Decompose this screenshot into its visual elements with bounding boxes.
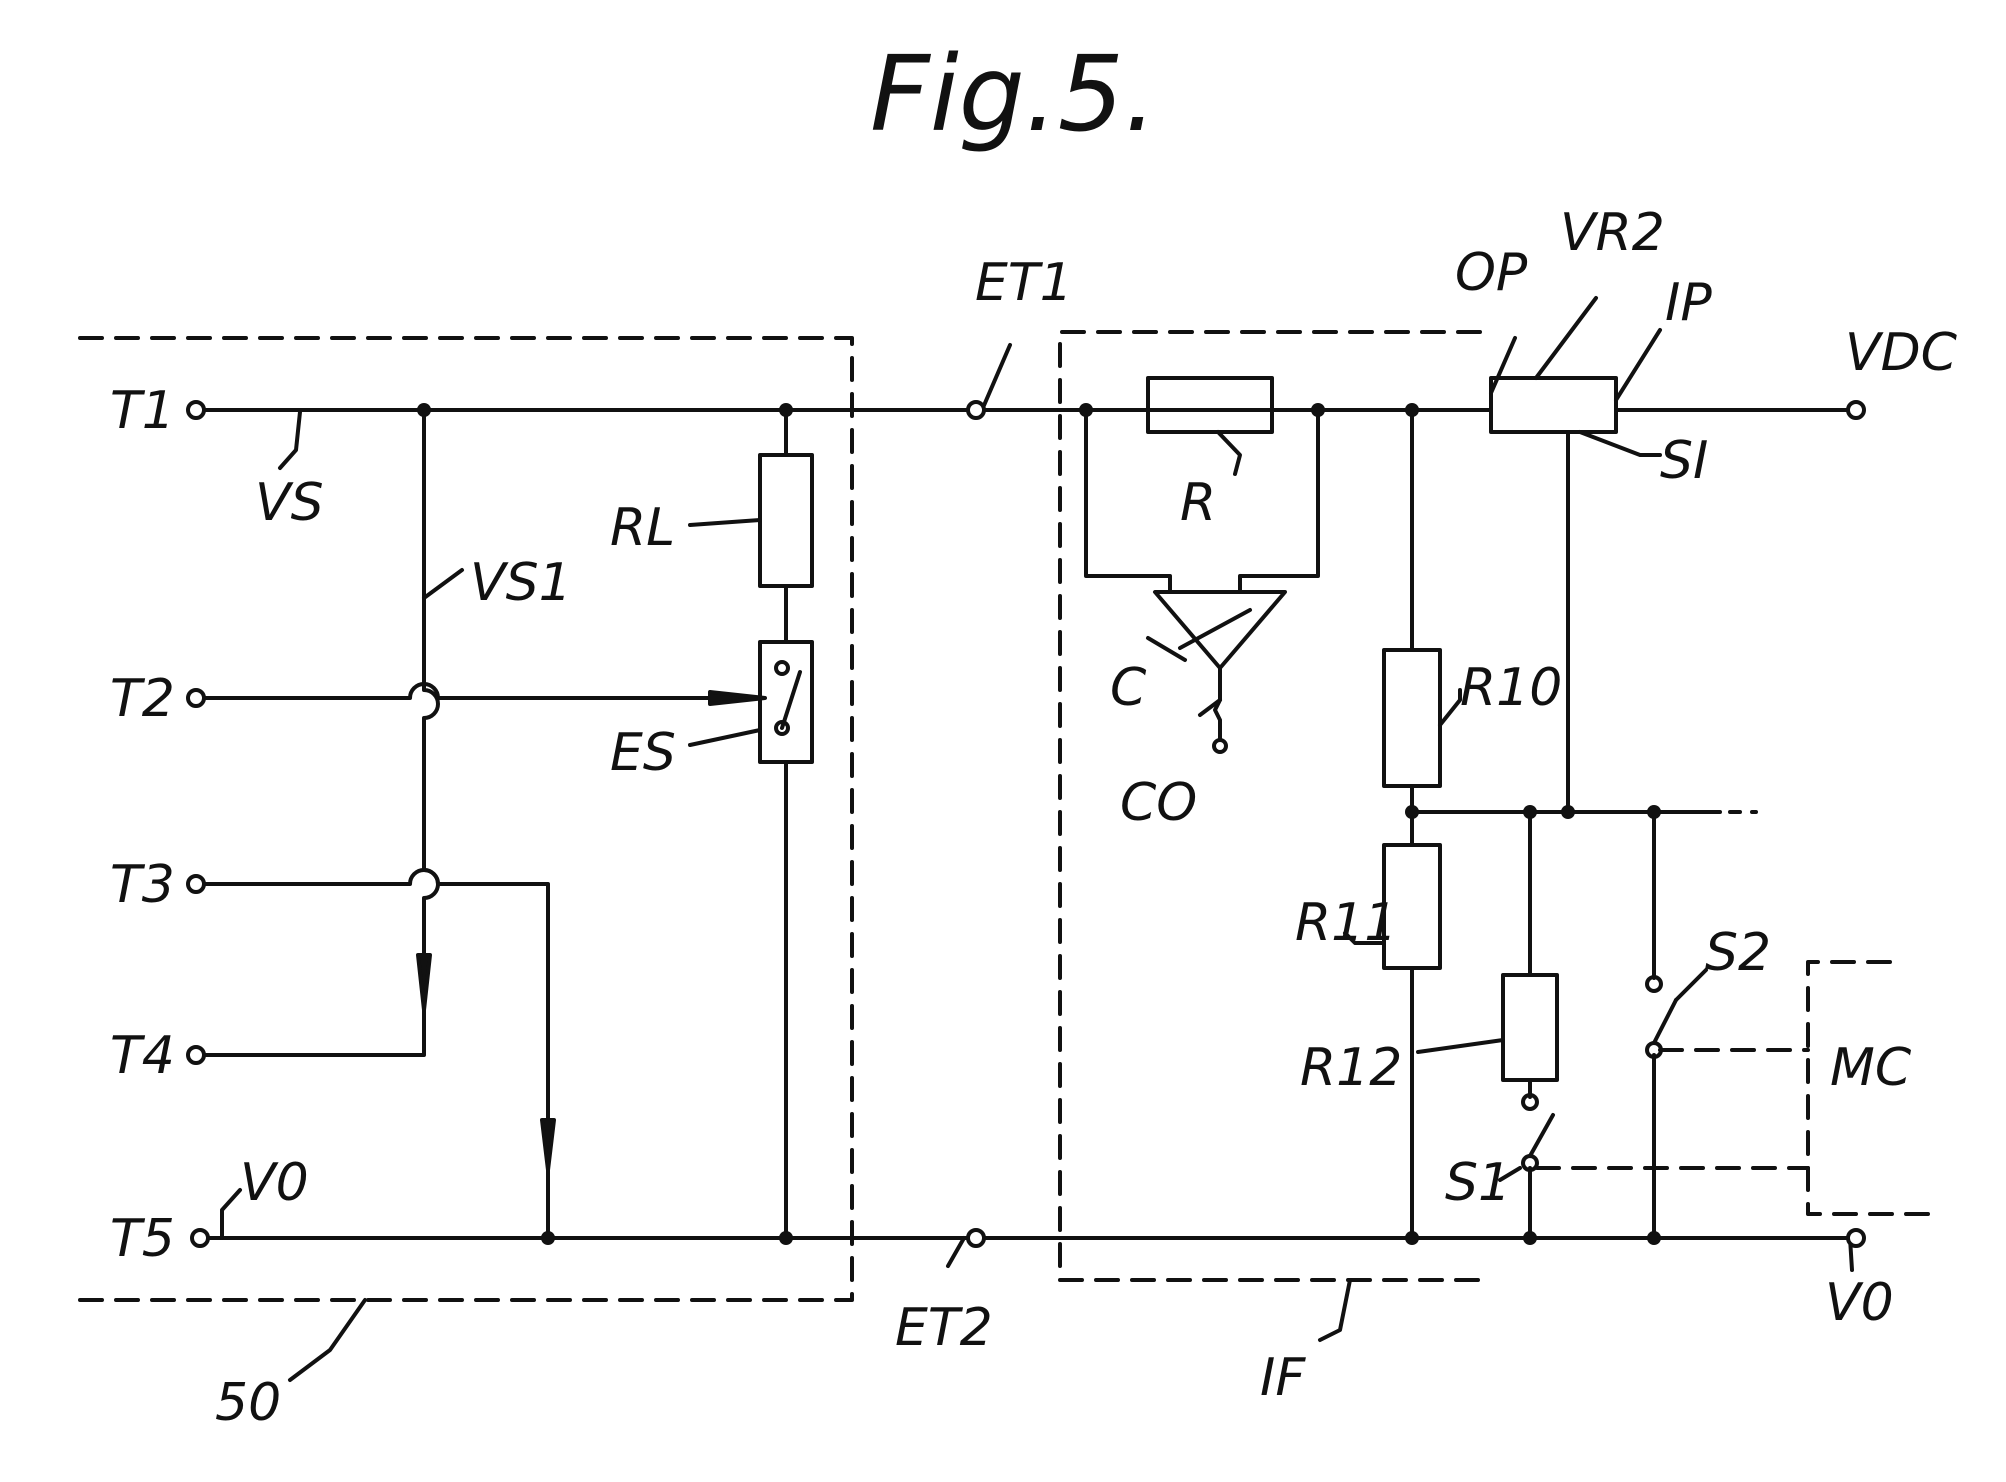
label-t2: T2 (110, 669, 175, 729)
es-switch-box (758, 640, 814, 764)
r12-resistor (1501, 973, 1559, 1082)
vr2-regulator (1489, 376, 1618, 434)
terminal-circles (186, 400, 1866, 1248)
junction-dots (417, 403, 1661, 1245)
label-op: OP (1455, 243, 1528, 303)
figure-title: Fig.5. (870, 33, 1157, 155)
label-t3: T3 (110, 855, 175, 915)
label-si: SI (1660, 431, 1708, 491)
t3-arrow (540, 1118, 556, 1172)
label-co: CO (1120, 773, 1197, 833)
block-50-outline (78, 336, 854, 1302)
label-vs: VS (255, 473, 324, 533)
label-et2: ET2 (895, 1298, 993, 1358)
comparator-triangle (1153, 590, 1287, 670)
label-es: ES (610, 723, 676, 783)
label-50: 50 (215, 1373, 281, 1433)
label-r12: R12 (1300, 1038, 1402, 1098)
label-mc: MC (1830, 1038, 1912, 1098)
label-c: C (1110, 658, 1147, 718)
mc-outline (1535, 960, 1932, 1216)
label-s2: S2 (1705, 923, 1771, 983)
r11-resistor (1382, 843, 1442, 970)
r-loop-wire (1084, 408, 1320, 594)
label-vdc: VDC (1845, 323, 1958, 383)
label-r: R (1180, 473, 1216, 533)
t2-wire (198, 682, 752, 700)
vs1-arrow (416, 953, 432, 1012)
label-rl: RL (610, 498, 675, 558)
t2-arrow (708, 690, 767, 706)
label-ip: IP (1665, 273, 1712, 333)
rl-resistor (758, 453, 814, 588)
label-v0-right: V0 (1825, 1273, 1894, 1333)
label-v0-left: V0 (240, 1153, 309, 1213)
label-r11: R11 (1295, 893, 1397, 953)
label-t4: T4 (110, 1026, 175, 1086)
label-vs1: VS1 (470, 553, 572, 613)
label-r10: R10 (1460, 658, 1562, 718)
r-resistor (1146, 376, 1274, 434)
block-if-outline (1058, 330, 1492, 1282)
label-vr2: VR2 (1560, 203, 1665, 263)
t3-wire (198, 868, 550, 1240)
label-et1: ET1 (975, 253, 1073, 313)
label-t1: T1 (110, 381, 175, 441)
label-t5: T5 (110, 1209, 175, 1269)
r10-resistor (1382, 648, 1442, 788)
label-s1: S1 (1445, 1153, 1511, 1213)
label-if: IF (1260, 1348, 1306, 1408)
